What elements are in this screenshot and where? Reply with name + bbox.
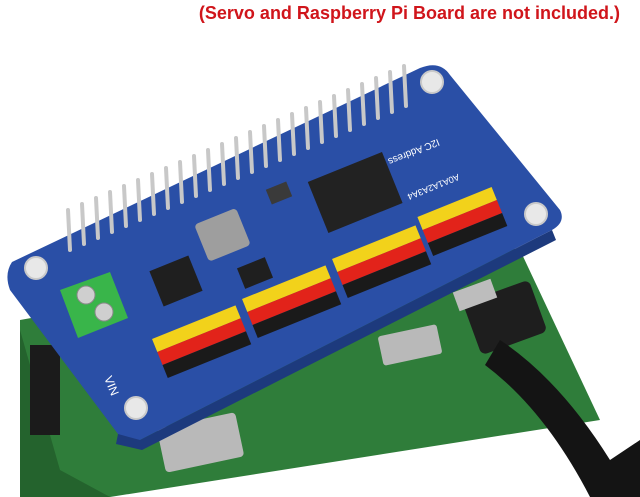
caption-text: (Servo and Raspberry Pi Board are not in… bbox=[198, 3, 620, 23]
chips bbox=[149, 151, 403, 307]
vin-label: VIN bbox=[101, 374, 121, 398]
screw-terminal bbox=[60, 272, 128, 338]
servo-hat-board bbox=[7, 65, 562, 450]
usb-cable bbox=[452, 278, 640, 497]
mounting-holes bbox=[24, 70, 548, 420]
servo-headers bbox=[152, 187, 508, 378]
gpio-header-pins bbox=[66, 64, 408, 252]
